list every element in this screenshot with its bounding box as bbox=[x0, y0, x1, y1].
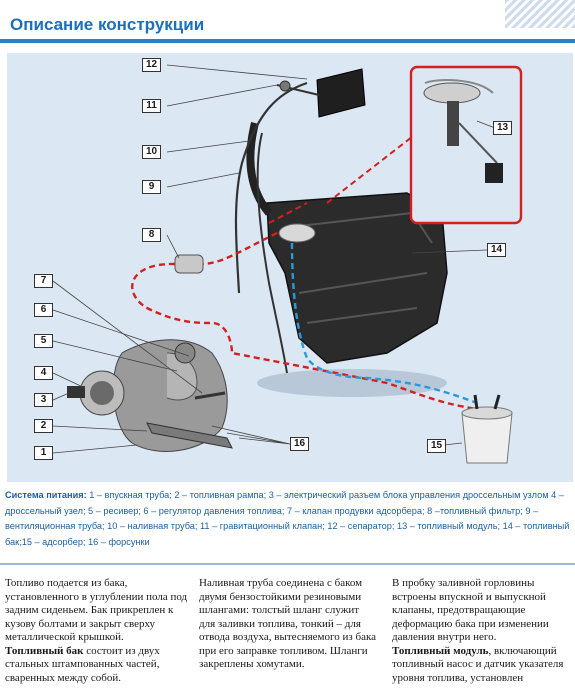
text-column-1: Топливо подается из бака, установленного… bbox=[5, 577, 188, 685]
callout-10: 10 bbox=[142, 145, 161, 159]
callout-4: 4 bbox=[34, 366, 53, 380]
adsorber-ports bbox=[473, 394, 501, 410]
adsorber bbox=[461, 412, 513, 464]
fuel-module-inset bbox=[409, 65, 523, 225]
return-hose bbox=[256, 132, 288, 374]
throttle-bore bbox=[90, 381, 114, 405]
fuel-rail bbox=[146, 422, 233, 449]
tank-structure-text: состоит из двух стальных штампованных ча… bbox=[5, 644, 160, 684]
callout-8: 8 bbox=[142, 228, 161, 242]
module-float bbox=[485, 163, 503, 183]
pressure-regulator bbox=[174, 342, 196, 364]
throttle-connector bbox=[67, 386, 85, 398]
figure-caption: Система питания: 1 – впускная труба; 2 –… bbox=[5, 488, 571, 550]
tank-rib bbox=[298, 272, 428, 294]
filler-pipe bbox=[246, 122, 273, 216]
callout-13: 13 bbox=[493, 121, 512, 135]
text-column-3: В пробку заливной горловины встроены впу… bbox=[392, 577, 572, 685]
fuel-module-text: , включающий топливный насос и датчик ук… bbox=[392, 644, 564, 684]
callout-7: 7 bbox=[34, 274, 53, 288]
callout-1: 1 bbox=[34, 446, 53, 460]
caption-heading: Система питания: bbox=[5, 490, 87, 500]
callout-3: 3 bbox=[34, 393, 53, 407]
module-float-arm bbox=[458, 122, 498, 164]
tank-module-flange bbox=[278, 223, 316, 243]
callout-5: 5 bbox=[34, 334, 53, 348]
vapor-line bbox=[290, 242, 478, 405]
callout-2: 2 bbox=[34, 419, 53, 433]
page-title: Описание конструкции bbox=[10, 15, 205, 34]
callout-16: 16 bbox=[290, 437, 309, 451]
term-fuel-tank: Топливный бак bbox=[5, 644, 84, 657]
text-column-2: Наливная труба соединена с баком двумя б… bbox=[199, 577, 377, 672]
callout-15: 15 bbox=[427, 439, 446, 453]
paragraph-fuel-module: Топливный модуль, включающий топливный н… bbox=[392, 645, 572, 686]
callout-9: 9 bbox=[142, 180, 161, 194]
fuel-system-illustration bbox=[52, 64, 523, 464]
module-pipe bbox=[424, 79, 494, 94]
tank-shadow bbox=[257, 369, 447, 397]
module-leader-line bbox=[268, 132, 418, 224]
paragraph-filler-cap: В пробку заливной горловины встроены впу… bbox=[392, 577, 549, 643]
header-rule bbox=[0, 39, 575, 43]
callout-11: 11 bbox=[142, 99, 161, 113]
gravity-valve bbox=[279, 80, 291, 92]
callout-6: 6 bbox=[34, 303, 53, 317]
module-body bbox=[447, 101, 459, 146]
tank-rib-2 bbox=[306, 307, 418, 324]
header-decoration bbox=[505, 0, 575, 28]
module-flange bbox=[423, 82, 481, 104]
vent-pipe bbox=[234, 81, 308, 294]
purge-valve bbox=[194, 391, 226, 400]
separator bbox=[316, 68, 366, 118]
adsorber-top bbox=[461, 406, 513, 420]
fuel-system-figure: 12 11 10 9 8 7 6 5 4 3 2 1 13 14 15 16 bbox=[7, 53, 573, 482]
paragraph-tank-structure: Топливный бак состоит из двух стальных ш… bbox=[5, 645, 188, 686]
leader-lines bbox=[52, 64, 496, 454]
paragraph-tank-location: Топливо подается из бака, установленного… bbox=[5, 577, 188, 643]
paragraph-filler-pipe: Наливная труба соединена с баком двумя б… bbox=[199, 577, 377, 670]
caption-divider bbox=[0, 563, 575, 565]
fuel-supply-line bbox=[131, 231, 478, 411]
callout-12: 12 bbox=[142, 58, 161, 72]
caption-body: 1 – впускная труба; 2 – топливная рампа;… bbox=[5, 490, 570, 547]
page-header: Описание конструкции bbox=[0, 0, 575, 46]
term-fuel-module: Топливный модуль bbox=[392, 644, 489, 657]
callout-14: 14 bbox=[487, 243, 506, 257]
